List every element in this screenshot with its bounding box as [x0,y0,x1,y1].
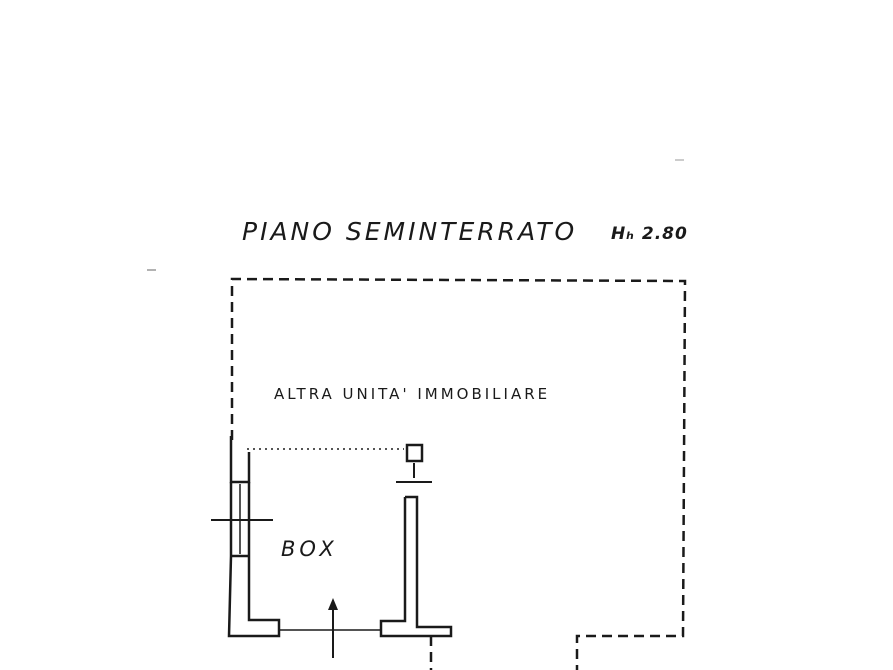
plan-title: PIANO SEMINTERRATO [242,217,577,246]
entrance-arrow-icon [328,598,338,658]
box-label: BOX [281,537,338,561]
ceiling-height-label: Hₕ 2.80 [611,224,688,244]
box-left-wall [227,436,281,638]
pillar-square [405,443,424,463]
other-unit-label: ALTRA UNITA' IMMOBILIARE [274,385,550,403]
other-unit-outline [230,277,687,670]
box-right-wall [379,495,453,638]
